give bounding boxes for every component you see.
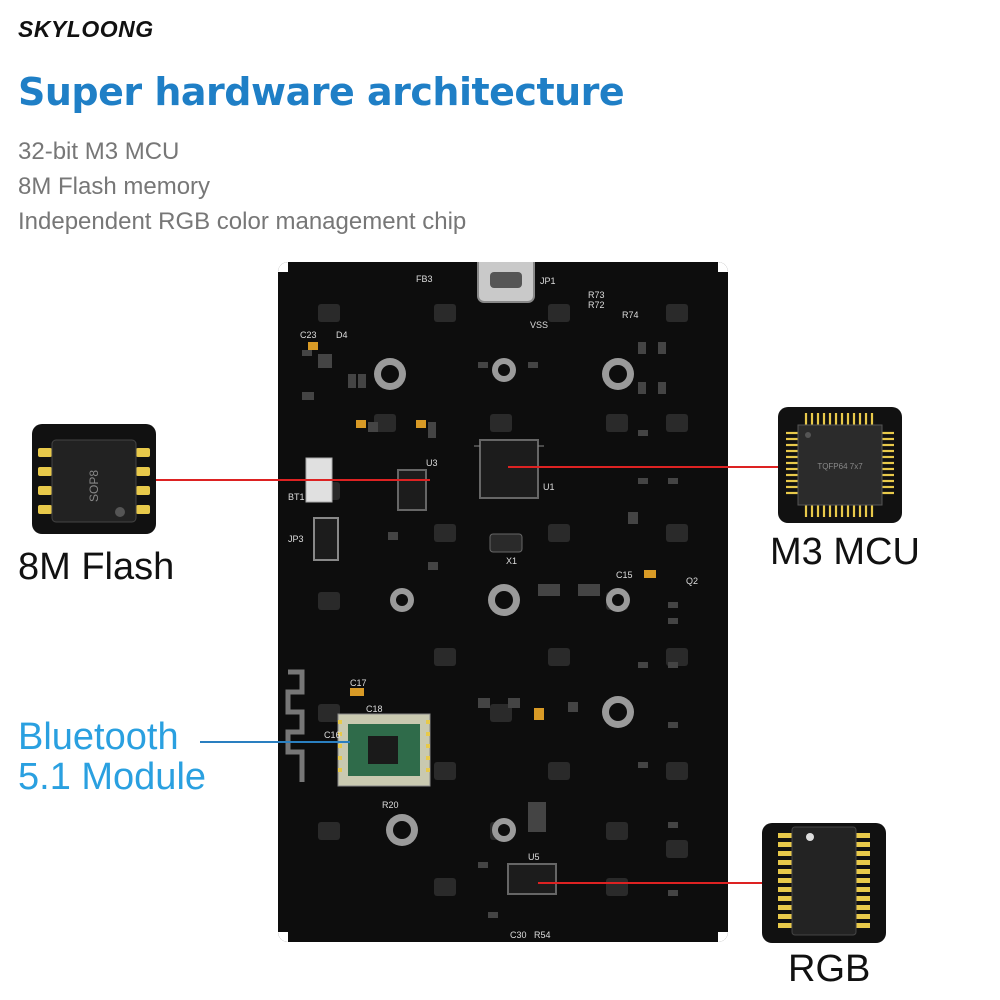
label-r73: R73	[588, 290, 605, 300]
rgb-label: RGB	[788, 948, 871, 990]
bluetooth-label-line1: Bluetooth	[18, 716, 179, 758]
label-jp1: JP1	[540, 276, 556, 286]
flash-chip-card: SOP8	[32, 424, 156, 534]
label-r74: R74	[622, 310, 639, 320]
pcb-artwork: JP1 FB3 R73 R72 VSS C23 D4	[278, 262, 728, 942]
tqfp64-chip-illustration: TQFP64 7x7	[786, 413, 894, 517]
label-d4: D4	[336, 330, 348, 340]
bluetooth-module	[337, 713, 431, 787]
flash-label: 8M Flash	[18, 546, 175, 588]
label-r54: R54	[534, 930, 551, 940]
rgb-callout-line	[538, 882, 762, 884]
bluetooth-callout-line	[200, 741, 350, 743]
feature-list: 32-bit M3 MCU 8M Flash memory Independen…	[18, 134, 466, 239]
pcb-board: JP1 FB3 R73 R72 VSS C23 D4	[278, 262, 728, 942]
label-u1: U1	[543, 482, 555, 492]
mounting-holes	[374, 358, 634, 846]
label-u3: U3	[426, 458, 438, 468]
smd-components	[302, 342, 678, 918]
mcu-chip-card: TQFP64 7x7	[778, 407, 902, 523]
label-c17: C17	[350, 678, 367, 688]
page-title: Super hardware architecture	[18, 70, 625, 114]
label-q2: Q2	[686, 576, 698, 586]
bluetooth-label-line2: 5.1 Module	[18, 756, 207, 798]
label-c18: C18	[366, 704, 383, 714]
mcu-callout-line	[508, 466, 780, 468]
mcu-u1: U1	[474, 439, 555, 499]
brand-logo: SKYLOONG	[18, 16, 154, 42]
label-vss: VSS	[530, 320, 548, 330]
label-bt1: BT1	[288, 492, 305, 502]
feature-item-flash: 8M Flash memory	[18, 173, 211, 200]
bluetooth-antenna	[285, 669, 305, 782]
label-r20: R20	[382, 800, 399, 810]
mcu-label: M3 MCU	[770, 531, 920, 573]
sop8-marking: SOP8	[87, 470, 101, 502]
feature-item-mcu: 32-bit M3 MCU	[18, 138, 180, 165]
rgb-chip-u5: U5	[507, 852, 557, 895]
flash-callout-line	[155, 479, 430, 481]
feature-item-rgb-chip: Independent RGB color management chip	[18, 208, 467, 235]
label-jp3: JP3	[288, 534, 304, 544]
tqfp64-marking: TQFP64 7x7	[817, 462, 863, 471]
label-x1: X1	[506, 556, 517, 566]
flash-u3: U3	[397, 458, 438, 511]
label-fb3: FB3	[416, 274, 433, 284]
rgb-chip-card	[762, 823, 886, 943]
sop8-chip-illustration: SOP8	[38, 439, 150, 523]
capacitors	[308, 342, 656, 720]
label-c16: C16	[324, 730, 341, 740]
rgb-chip-illustration	[778, 826, 870, 936]
label-c23: C23	[300, 330, 317, 340]
label-c15: C15	[616, 570, 633, 580]
label-r72: R72	[588, 300, 605, 310]
label-c30: C30	[510, 930, 527, 940]
label-u5: U5	[528, 852, 540, 862]
